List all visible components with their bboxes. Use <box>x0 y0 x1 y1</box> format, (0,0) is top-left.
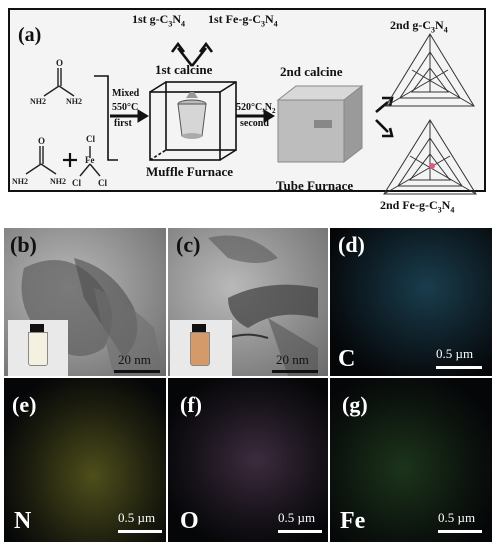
first-calcine-label: 1st calcine <box>155 62 213 77</box>
fe-g-c3n4-structure <box>383 119 477 195</box>
vial-photo-b <box>8 320 68 376</box>
product-2nd-fe-g-c3n4: 2nd Fe-g-C3N4 <box>380 198 455 215</box>
temp2-label: 520°C,N2 <box>236 102 276 115</box>
muffle-furnace-label: Muffle Furnace <box>146 164 234 179</box>
fecl3-cl-left: Cl <box>72 178 81 188</box>
eds-map-o <box>168 378 328 542</box>
product-1st-g-c3n4: 1st g-C3N4 <box>132 12 185 29</box>
panel-a-label: (a) <box>18 24 42 46</box>
panel-b-label: (b) <box>10 232 37 257</box>
panel-e-element: N <box>14 508 32 534</box>
vial-cap-c <box>192 324 206 332</box>
urea2-nh2-right: NH2 <box>50 177 66 186</box>
panel-c-scale-text: 20 nm <box>276 352 309 367</box>
vial-body-b <box>28 332 48 366</box>
urea-o-text: O <box>56 58 63 68</box>
panel-g-label: (g) <box>342 392 368 417</box>
first-label: first <box>114 118 132 129</box>
eds-map-n <box>4 378 166 542</box>
urea2-nh2-left: NH2 <box>12 177 28 186</box>
panel-g-scale-bar <box>438 530 482 533</box>
panel-d-element: C <box>338 346 356 372</box>
scheme-panel-a <box>8 8 486 192</box>
panel-c-scale-bar <box>272 370 318 373</box>
fecl3-cl-top: Cl <box>86 134 95 144</box>
fecl3-fe: Fe <box>85 155 95 165</box>
urea-nh2-left: NH2 <box>30 97 46 106</box>
panel-e-scale-bar <box>118 530 162 533</box>
panel-d-scale-text: 0.5 µm <box>436 346 474 361</box>
urea-molecule <box>43 68 75 97</box>
panel-g-element: Fe <box>340 508 366 534</box>
tem-image-c <box>168 228 328 376</box>
tem-texture-c <box>207 235 318 376</box>
panel-b-scale-text: 20 nm <box>118 352 151 367</box>
product-1st-fe-g-c3n4: 1st Fe-g-C3N4 <box>208 12 278 29</box>
crucible-icon <box>177 92 207 139</box>
panel-c-label: (c) <box>176 232 201 257</box>
vial-cap-b <box>30 324 44 332</box>
eds-map-c-signal <box>330 228 492 376</box>
arrow-2 <box>236 109 275 123</box>
arrow-1 <box>110 109 149 123</box>
panel-f-scale-bar <box>278 530 322 533</box>
panel-f-element: O <box>180 508 199 534</box>
urea-molecule-2 <box>25 146 57 175</box>
synthesis-schematic: O NH2 NH2 O NH2 NH2 Cl Fe Cl Cl <box>12 33 477 195</box>
eds-map-o-signal <box>168 378 328 542</box>
plus-sign <box>63 153 77 167</box>
fecl3-molecule <box>79 146 101 177</box>
vial-photo-c <box>170 320 232 376</box>
eds-map-c <box>330 228 492 376</box>
panel-e-label: (e) <box>12 392 37 417</box>
panel-f-label: (f) <box>180 392 202 417</box>
g-c3n4-structure <box>385 33 475 107</box>
panel-e-scale-text: 0.5 µm <box>118 510 156 525</box>
panel-f-scale-text: 0.5 µm <box>278 510 316 525</box>
second-label: second <box>240 118 269 129</box>
urea-nh2-right: NH2 <box>66 97 82 106</box>
tube-furnace-label: Tube Furnace <box>276 178 354 193</box>
temp1-label: 550°C <box>112 102 139 113</box>
fecl3-cl-right: Cl <box>98 178 107 188</box>
second-calcine-label: 2nd calcine <box>280 64 343 79</box>
mixed-label: Mixed <box>112 88 140 99</box>
panel-d-label: (d) <box>338 232 365 257</box>
vial-body-c <box>190 332 210 366</box>
bracket-line <box>94 75 118 161</box>
tem-image-b <box>4 228 166 376</box>
product-2nd-g-c3n4: 2nd g-C3N4 <box>390 18 448 35</box>
fe-atom-marker <box>429 163 435 169</box>
fork-arrow-up <box>170 41 214 67</box>
urea2-o-text: O <box>38 136 45 146</box>
eds-map-n-signal <box>4 378 166 542</box>
eds-map-fe-signal <box>330 378 492 542</box>
eds-map-fe <box>330 378 492 542</box>
panel-d-scale-bar <box>436 366 482 369</box>
panel-g-scale-text: 0.5 µm <box>438 510 476 525</box>
tube-furnace-icon <box>276 84 364 164</box>
panel-b-scale-bar <box>114 370 160 373</box>
